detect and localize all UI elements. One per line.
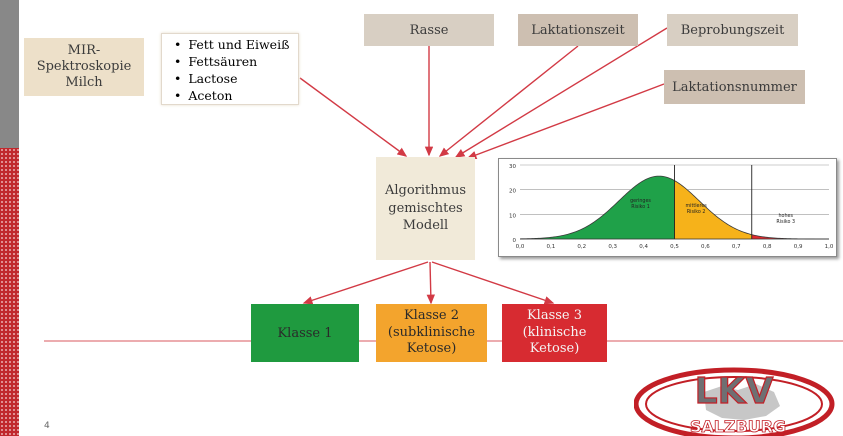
risk-region-label: Risiko 1 [631,204,650,210]
logo-outer-ring [634,367,835,436]
list-item: Lactose [174,70,289,87]
logo-map-shape-icon [704,384,780,420]
klasse-2-label: Klasse 2 [403,307,460,323]
page-number: 4 [44,421,50,431]
mir-line: MIR- [67,42,101,58]
risk-region-area [674,180,752,239]
list-item: Fettsäuren [174,53,289,70]
y-tick-label: 30 [509,164,516,170]
logo-letters: LKV [695,371,774,412]
x-tick-label: 0,4 [639,244,648,250]
list-item: Aceton [174,87,289,104]
x-tick-label: 0,6 [701,244,710,250]
laktationszeit-label: Laktationszeit [531,22,625,38]
klasse-3-box: Klasse 3 (klinische Ketose) [502,304,607,362]
arrow-algorithm-to-klasse3 [431,261,555,305]
sidebar-grey-bar [0,0,19,148]
rasse-box: Rasse [364,14,494,46]
x-tick-label: 0,0 [516,244,525,250]
mir-spectroscopy-box: MIR- Spektroskopie Milch [24,38,144,96]
x-tick-label: 0,9 [794,244,803,250]
laktationsnummer-box: Laktationsnummer [664,70,805,104]
laktationsnummer-label: Laktationsnummer [672,79,797,95]
x-tick-label: 1,0 [825,244,834,250]
klasse-3-label: Ketose) [529,341,580,357]
arrow-laktationszeit-to-algorithm [438,45,579,157]
arrow-algorithm-to-klasse1 [302,261,429,305]
klasse-2-label: Ketose) [406,341,457,357]
lkv-salzburg-logo: LKV SALZBURG [634,367,835,436]
x-tick-label: 0,7 [732,244,741,250]
algorithm-line: Modell [402,218,449,234]
x-tick-label: 0,8 [763,244,772,250]
beprobungszeit-label: Beprobungszeit [680,22,785,38]
algorithm-line: Algorithmus [384,183,467,199]
y-tick-label: 20 [509,189,516,195]
risk-region-label: hohes [779,213,794,219]
sidebar-red-pattern [0,148,19,436]
risk-region-label: mittleres [685,203,707,209]
x-tick-label: 0,1 [547,244,556,250]
risk-region-label: geringes [630,198,651,204]
chart-svg: 0 10 20 30 0,0 0,1 0,2 0,3 0,4 0,5 0,6 0,7 0,8 0,9 1,0… [509,164,834,250]
y-tick-label: 10 [509,213,516,219]
logo-subtitle: SALZBURG [690,417,786,436]
risk-distribution-chart: 0 10 20 30 0,0 0,1 0,2 0,3 0,4 0,5 0,6 0,7 0,8 0,9 1,0… [498,158,837,257]
algorithm-box: Algorithmus gemischtes Modell [376,157,475,260]
x-tick-label: 0,2 [577,244,586,250]
klasse-3-label: Klasse 3 [526,307,583,323]
y-tick-label: 0 [513,238,517,244]
klasse-2-label: (subklinische [387,324,476,340]
rasse-label: Rasse [409,22,449,38]
milk-components-list: Fett und Eiweiß Fettsäuren Lactose Aceto… [161,33,299,105]
arrow-laktationsnummer-to-algorithm [466,83,665,159]
list-item: Fett und Eiweiß [174,36,289,53]
klasse-1-label: Klasse 1 [277,325,333,341]
klasse-2-box: Klasse 2 (subklinische Ketose) [376,304,487,362]
arrow-beprobungszeit-to-algorithm [454,27,668,158]
algorithm-line: gemischtes [388,200,463,216]
klasse-3-label: (klinische [522,324,587,340]
risk-region-label: Risiko 2 [687,209,706,215]
mir-line: Milch [65,75,103,91]
laktationszeit-box: Laktationszeit [518,14,638,46]
risk-region-label: Risiko 3 [776,219,795,225]
mir-line: Spektroskopie [36,58,132,74]
risk-region-area [520,176,675,239]
klasse-1-box: Klasse 1 [251,304,359,362]
x-tick-label: 0,5 [670,244,679,250]
arrow-components-to-algorithm [299,77,408,157]
arrow-algorithm-to-klasse2 [426,261,435,305]
x-tick-label: 0,3 [608,244,617,250]
beprobungszeit-box: Beprobungszeit [667,14,798,46]
logo-inner-ring [645,376,823,432]
